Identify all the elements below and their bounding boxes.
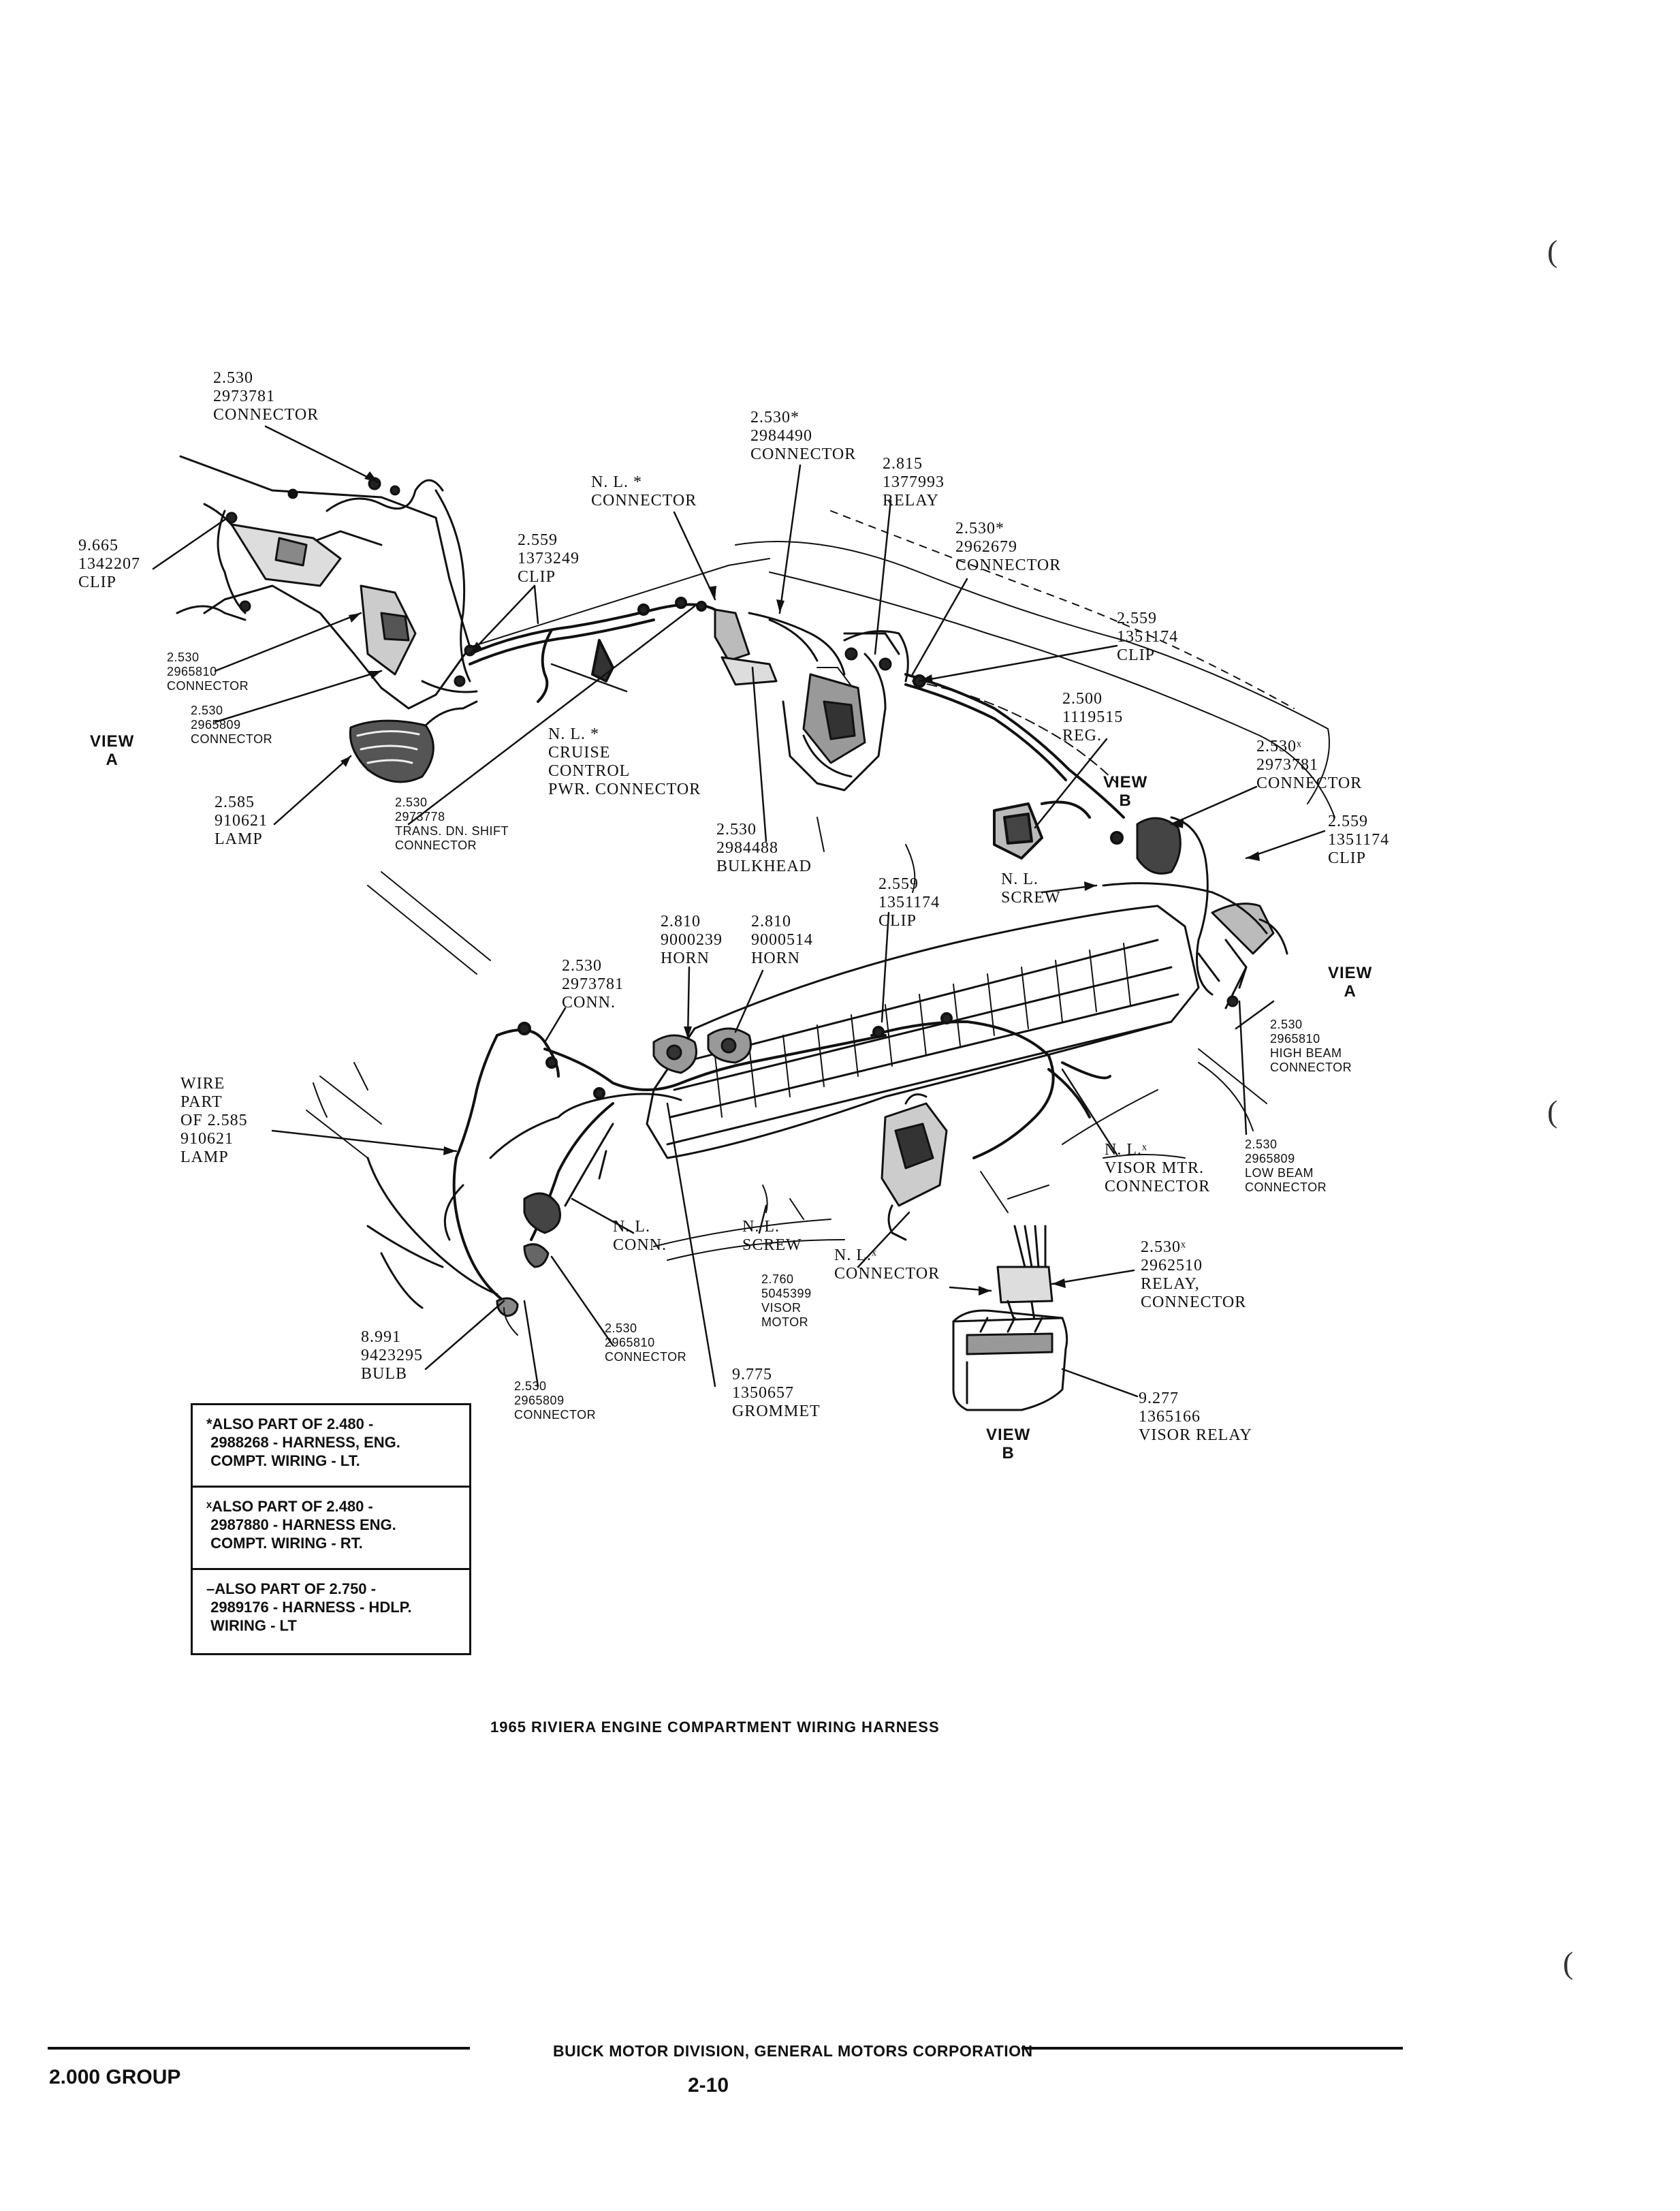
note-right-harness: ˣALSO PART OF 2.480 - 2987880 - HARNESS … <box>193 1488 469 1570</box>
label-low-beam-connector: 2.530 2965809 LOW BEAM CONNECTOR <box>1245 1138 1327 1194</box>
hood-outline <box>469 510 1335 893</box>
label-nl-conn: N. L. CONN. <box>613 1218 667 1254</box>
label-relay-1377993: 2.815 1377993 RELAY <box>883 455 945 509</box>
view-a-label-left: VIEW A <box>90 732 135 769</box>
margin-mark-1: ( <box>1547 234 1558 268</box>
fender-lines <box>306 871 1267 1336</box>
margin-mark-3: ( <box>1563 1945 1574 1980</box>
label-connector-2973781-top-left: 2.530 2973781 CONNECTOR <box>213 369 319 424</box>
label-horn-9000514: 2.810 9000514 HORN <box>751 913 813 967</box>
label-high-beam-connector: 2.530 2965810 HIGH BEAM CONNECTOR <box>1270 1018 1352 1074</box>
note-left-harness: *ALSO PART OF 2.480 - 2988268 - HARNESS,… <box>193 1405 469 1488</box>
label-connector-2962679: 2.530* 2962679 CONNECTOR <box>955 520 1062 574</box>
label-connector-2984490: 2.530* 2984490 CONNECTOR <box>750 409 857 463</box>
view-b-label-upper: VIEW B <box>1103 773 1148 810</box>
label-connector-2965810-left: 2.530 2965810 CONNECTOR <box>167 650 249 693</box>
label-lamp-910621: 2.585 910621 LAMP <box>215 794 268 848</box>
margin-mark-2: ( <box>1547 1094 1558 1129</box>
footer-corporation: BUICK MOTOR DIVISION, GENERAL MOTORS COR… <box>553 2042 1033 2060</box>
label-cruise-control-connector: N. L. * CRUISE CONTROL PWR. CONNECTOR <box>548 725 701 798</box>
left-lower-headlamps <box>366 1123 614 1317</box>
bulkhead-cluster <box>714 608 909 791</box>
label-nl-connector-relay: N. L.ˣ CONNECTOR <box>834 1246 940 1283</box>
note-headlamp-harness: –ALSO PART OF 2.750 - 2989176 - HARNESS … <box>206 1580 412 1634</box>
label-regulator-1119515: 2.500 1119515 REG. <box>1062 690 1124 744</box>
label-visor-motor-5045399: 2.760 5045399 VISOR MOTOR <box>761 1272 812 1329</box>
label-horn-9000239: 2.810 9000239 HORN <box>661 913 723 967</box>
label-bulkhead-2984488: 2.530 2984488 BULKHEAD <box>716 821 812 875</box>
label-clip-1351174-center: 2.559 1351174 CLIP <box>878 875 940 930</box>
leader-arrows <box>340 471 1260 1296</box>
label-nl-screw-lower: N. L. SCREW <box>742 1218 802 1254</box>
label-wire-part-lamp: WIRE PART OF 2.585 910621 LAMP <box>180 1075 248 1166</box>
label-conn-2973781-lower: 2.530 2973781 CONN. <box>562 957 624 1012</box>
right-headlamp-assembly <box>1102 816 1288 1009</box>
label-visor-motor-connector: N. L.ˣ VISOR MTR. CONNECTOR <box>1105 1141 1211 1195</box>
label-relay-connector-2962510: 2.530ˣ 2962510 RELAY, CONNECTOR <box>1141 1238 1247 1311</box>
harness-lower-run <box>452 1012 1111 1302</box>
label-nl-connector: N. L. * CONNECTOR <box>591 473 697 509</box>
label-nl-screw-upper: N. L. SCREW <box>1001 871 1061 907</box>
view-b-label-lower: VIEW B <box>986 1426 1031 1462</box>
label-bulb-9423295: 8.991 9423295 BULB <box>361 1328 423 1383</box>
label-connector-2973781-right: 2.530ˣ 2973781 CONNECTOR <box>1256 738 1363 792</box>
footer-rule-left <box>48 2047 470 2050</box>
view-a-label-right: VIEW A <box>1328 964 1373 1001</box>
label-connector-2965809-left: 2.530 2965809 CONNECTOR <box>191 704 273 746</box>
grille <box>443 905 1200 1241</box>
lamp-left <box>349 700 478 783</box>
visor-motor <box>881 1093 948 1241</box>
label-trans-dn-shift-connector: 2.530 2973778 TRANS. DN. SHIFT CONNECTOR <box>395 796 509 852</box>
label-connector-2965809-lower: 2.530 2965809 CONNECTOR <box>514 1379 597 1422</box>
footer-page-number: 2-10 <box>688 2074 729 2097</box>
harness-upper-run <box>469 597 716 703</box>
label-clip-1342207: 9.665 1342207 CLIP <box>78 537 140 591</box>
diagram-caption: 1965 RIVIERA ENGINE COMPARTMENT WIRING H… <box>490 1719 940 1736</box>
label-clip-1351174-right: 2.559 1351174 CLIP <box>1328 813 1390 867</box>
visor-relay <box>952 1225 1068 1411</box>
notes-box: *ALSO PART OF 2.480 - 2988268 - HARNESS,… <box>191 1403 471 1655</box>
footer-rule-right <box>1021 2047 1403 2050</box>
horns <box>652 1027 752 1074</box>
label-clip-1373249: 2.559 1373249 CLIP <box>518 531 580 586</box>
leader-lines <box>152 425 1326 1398</box>
label-clip-1351174-top: 2.559 1351174 CLIP <box>1117 610 1179 664</box>
label-grommet-1350657: 9.775 1350657 GROMMET <box>732 1366 821 1420</box>
harness-right-run <box>904 673 1125 860</box>
footer-group: 2.000 GROUP <box>49 2066 181 2088</box>
label-visor-relay-1365166: 9.277 1365166 VISOR RELAY <box>1139 1390 1252 1444</box>
label-connector-2965810-lower: 2.530 2965810 CONNECTOR <box>605 1321 687 1364</box>
left-headlamp-assembly <box>176 455 478 710</box>
